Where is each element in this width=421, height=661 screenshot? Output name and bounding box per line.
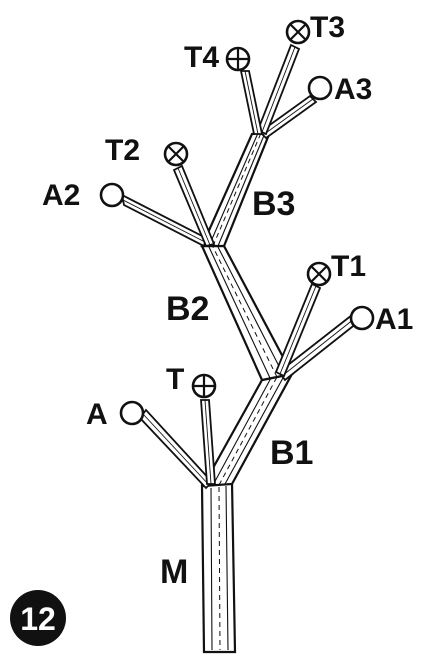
- open-circle-icon: [309, 77, 331, 99]
- marker-label-t4: T4: [184, 41, 219, 74]
- open-circle-icon: [351, 307, 373, 329]
- branch-b2: [202, 246, 292, 380]
- segment-label-m: M: [160, 553, 188, 591]
- segment-label-b1: B1: [270, 434, 313, 472]
- marker-label-t1: T1: [331, 250, 366, 283]
- marker-label-a: A: [86, 398, 108, 431]
- marker-label-t3: T3: [310, 11, 345, 44]
- crossed-circle-icon: [165, 143, 187, 165]
- crossed-circle-icon: [193, 375, 215, 397]
- segment-label-b3: B3: [252, 185, 295, 223]
- crossed-circle-icon: [308, 263, 330, 285]
- marker-label-t: T: [166, 363, 184, 396]
- figure-number: 12: [20, 601, 56, 637]
- marker-label-t2: T2: [105, 134, 140, 167]
- open-circle-icon: [101, 184, 123, 206]
- stem-m: [202, 482, 235, 652]
- figure-number-badge: 12: [10, 590, 66, 646]
- open-circle-icon: [121, 402, 143, 424]
- twig-t4: [241, 71, 262, 134]
- twig-a: [140, 410, 212, 488]
- crossed-circle-icon: [227, 48, 249, 70]
- marker-label-a1: A1: [375, 303, 413, 336]
- crossed-circle-icon: [287, 21, 309, 43]
- segment-label-b2: B2: [166, 290, 209, 328]
- marker-label-a3: A3: [334, 73, 372, 106]
- marker-label-a2: A2: [42, 179, 80, 212]
